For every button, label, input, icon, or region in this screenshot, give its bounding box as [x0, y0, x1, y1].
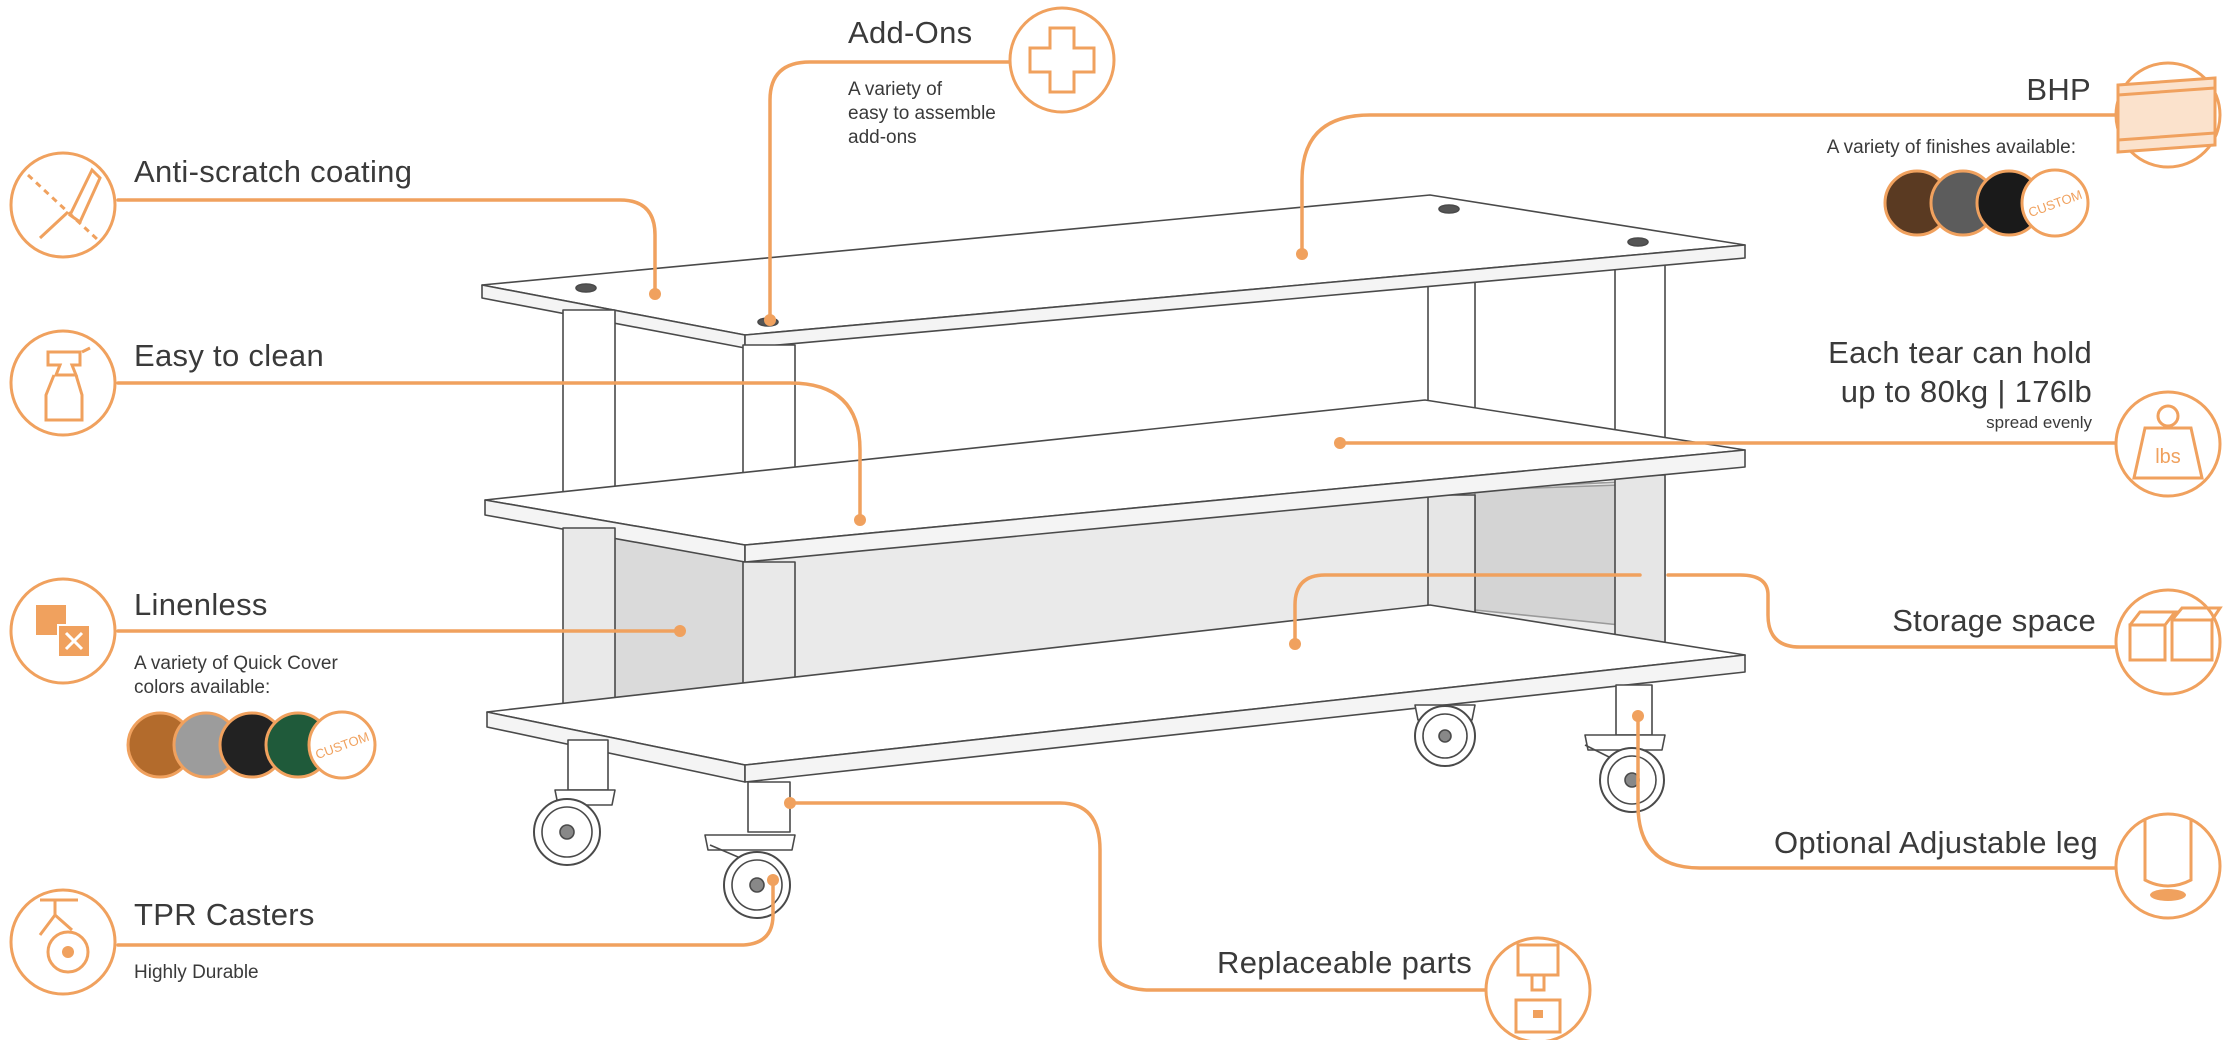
bhp-finish-swatches: CUSTOM — [1883, 168, 2090, 238]
board-icon — [2114, 61, 2222, 169]
leg — [562, 309, 616, 501]
easy-clean-title: Easy to clean — [134, 338, 325, 373]
adjustable-leg-icon — [2114, 812, 2222, 920]
anti-scratch-icon — [9, 151, 117, 259]
anti-scratch-title: Anti-scratch coating — [134, 154, 413, 189]
replaceable-parts-icon — [1484, 936, 1592, 1040]
top-shelf — [481, 194, 1746, 349]
bottom-shelf — [486, 604, 1746, 783]
load-title-line1: Each tear can hold — [1828, 335, 2092, 370]
tpr-casters-desc: Highly Durable — [134, 962, 259, 983]
linenless-desc-line2: colors available: — [134, 677, 271, 698]
bhp-title: BHP — [2026, 72, 2091, 107]
leg — [1614, 474, 1666, 661]
leg — [1427, 281, 1476, 418]
load-desc: spread evenly — [1986, 413, 2092, 432]
callout-lines — [116, 60, 2120, 992]
linenless-desc-line1: A variety of Quick Cover — [134, 653, 338, 674]
linenless-color-swatches: CUSTOM — [126, 710, 377, 780]
add-ons-desc-line3: add-ons — [848, 127, 917, 148]
spray-bottle-icon — [9, 329, 117, 437]
caster — [1414, 704, 1476, 767]
storage-icon — [2114, 588, 2223, 696]
caster-icon — [9, 888, 117, 996]
leg — [1427, 494, 1476, 621]
adjustable-leg-title: Optional Adjustable leg — [1773, 825, 2098, 860]
add-ons-desc-line2: easy to assemble — [848, 103, 996, 124]
leg — [1614, 264, 1666, 451]
leg — [562, 527, 616, 714]
weight-icon — [2114, 390, 2222, 498]
callout-dots — [649, 248, 1644, 886]
load-title-line2: up to 80kg | 176lb — [1840, 374, 2092, 409]
replaceable-parts-title: Replaceable parts — [1217, 945, 1472, 980]
add-ons-desc-line1: A variety of — [848, 79, 942, 100]
linenless-icon — [9, 577, 117, 685]
caster — [704, 834, 796, 919]
add-ons-title: Add-Ons — [848, 15, 973, 50]
bhp-desc: A variety of finishes available: — [1826, 137, 2076, 158]
linenless-title: Linenless — [134, 587, 268, 622]
caster — [1584, 734, 1666, 813]
caster — [533, 789, 616, 866]
tpr-casters-title: TPR Casters — [134, 897, 315, 932]
plus-icon — [1008, 6, 1116, 114]
storage-title: Storage space — [1892, 603, 2096, 638]
weight-icon-text: lbs — [2155, 446, 2181, 468]
